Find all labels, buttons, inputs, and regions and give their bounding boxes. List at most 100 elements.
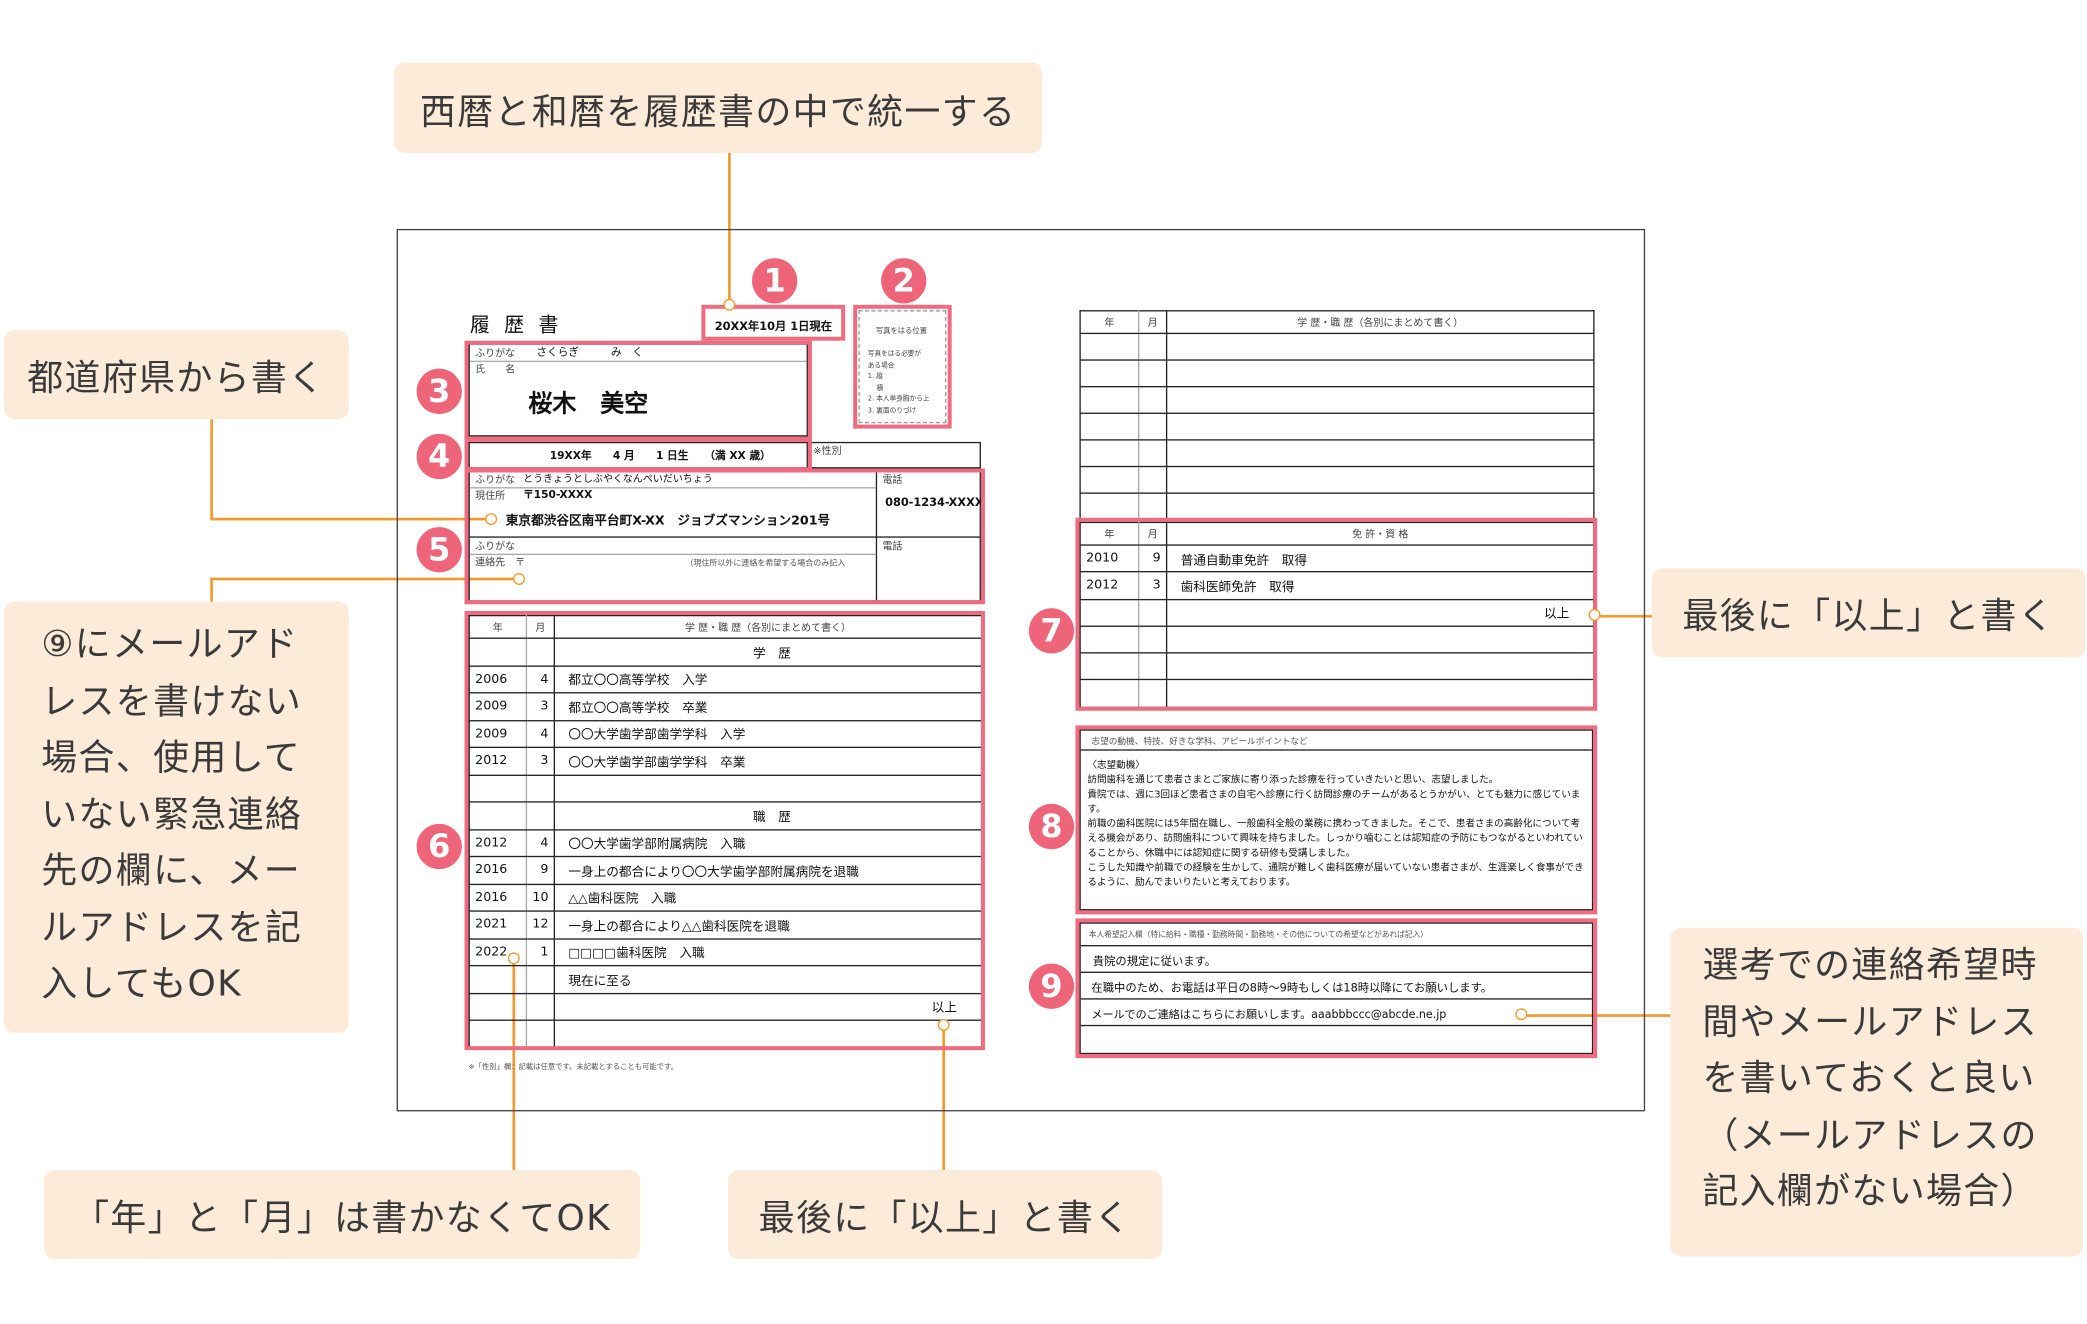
row-content bbox=[1165, 359, 1595, 388]
row-month bbox=[1138, 492, 1168, 521]
callout-email-alternative: ⑨にメールアド レスを書けない 場合、使用して いない緊急連絡 先の欄に、メー … bbox=[3, 601, 349, 1033]
table-row bbox=[468, 773, 983, 803]
highlight-photo bbox=[853, 304, 952, 429]
table-row bbox=[1079, 385, 1595, 414]
leader-endpoint bbox=[1515, 1008, 1528, 1021]
row-content: 〇〇大学歯学部歯学学科 卒業 bbox=[553, 746, 983, 776]
row-content: 以上 bbox=[553, 992, 983, 1021]
motivation-body: 〈志望動機〉 訪問歯科を通じて患者さまとご家族に寄り添った診療を行っていきたいと… bbox=[1087, 758, 1584, 888]
marker-6: 6 bbox=[416, 823, 462, 870]
divider bbox=[1080, 998, 1592, 1000]
contact-furigana-label: ふりがな bbox=[475, 540, 516, 553]
marker-2: 2 bbox=[881, 258, 927, 304]
row-year bbox=[1079, 332, 1140, 361]
row-month bbox=[1138, 332, 1168, 361]
highlight-history bbox=[464, 610, 985, 1051]
row-year bbox=[1079, 492, 1140, 521]
row-month: 9 bbox=[525, 855, 556, 885]
row-month bbox=[1138, 359, 1168, 388]
row-year bbox=[1079, 385, 1140, 414]
row-content: 〇〇大学歯学部歯学学科 入学 bbox=[553, 719, 983, 749]
photo-line: 2. 本人単身胸から上 bbox=[867, 395, 930, 404]
wishes-row: 貴院の規定に従います。 bbox=[1092, 955, 1217, 969]
section-heading: 学 歴 bbox=[553, 637, 983, 667]
leader-endpoint bbox=[513, 572, 526, 585]
row-content bbox=[1165, 385, 1595, 414]
callout-prefecture: 都道府県から書く bbox=[3, 330, 349, 420]
table-row: 現在に至る bbox=[468, 964, 983, 994]
leader-line bbox=[942, 1024, 945, 1170]
callout-contact-time: 選考での連絡希望時 間やメールアドレス を書いておくと良い （メールアドレスの … bbox=[1670, 927, 2084, 1257]
row-month bbox=[1138, 465, 1168, 494]
leader-endpoint bbox=[937, 1018, 950, 1031]
row-month bbox=[525, 773, 556, 803]
row-content bbox=[1165, 679, 1595, 708]
row-year: 2016 bbox=[468, 883, 528, 912]
highlight-licenses bbox=[1075, 517, 1598, 711]
name-label: 氏 名 bbox=[475, 363, 516, 376]
history-continued-table: 年月学 歴・職 歴（各別にまとめて書く） bbox=[1079, 310, 1595, 521]
marker-3: 3 bbox=[416, 368, 462, 414]
row-year bbox=[1079, 679, 1140, 708]
resume-date: 20XX年10月 1日現在 bbox=[714, 320, 833, 335]
row-content bbox=[1165, 625, 1595, 654]
table-header-row: 年月学 歴・職 歴（各別にまとめて書く） bbox=[1079, 310, 1595, 335]
wishes-header: 本人希望記入欄（特に給料・職種・勤務時間・勤務地・その他についての希望などがあれ… bbox=[1088, 931, 1429, 940]
row-content: 都立〇〇高等学校 入学 bbox=[553, 664, 983, 694]
marker-4: 4 bbox=[416, 433, 462, 480]
name-value: 桜木 美空 bbox=[528, 389, 649, 418]
callout-unify-era: 西暦と和暦を履歴書の中で統一する bbox=[393, 62, 1043, 154]
row-month bbox=[1138, 385, 1168, 414]
row-content: 〇〇大学歯学部附属病院 入職 bbox=[553, 828, 983, 858]
row-month bbox=[525, 637, 556, 667]
row-content bbox=[1165, 492, 1595, 521]
row-month: 3 bbox=[525, 746, 556, 776]
marker-7: 7 bbox=[1028, 608, 1075, 654]
row-year: 2012 bbox=[1079, 571, 1140, 600]
birth-value: 19XX年 4 月 1 日生 （満 XX 歳） bbox=[549, 449, 771, 462]
table-row bbox=[1079, 679, 1595, 708]
table-row bbox=[1079, 332, 1595, 361]
row-month bbox=[1138, 439, 1168, 468]
address-furigana: とうきょうとしぶやくなんぺいだいちょう bbox=[523, 472, 713, 485]
divider bbox=[469, 360, 807, 363]
row-year: 2009 bbox=[468, 719, 528, 749]
row-content: 一身上の都合により△△歯科医院を退職 bbox=[553, 910, 983, 940]
address-value: 東京都渋谷区南平台町X-XX ジョブズマンション201号 bbox=[505, 513, 831, 529]
highlight-wishes bbox=[1075, 918, 1598, 1059]
highlight-name bbox=[464, 340, 812, 441]
leader-line bbox=[512, 958, 515, 1170]
row-year bbox=[1079, 625, 1140, 654]
table-row bbox=[1079, 359, 1595, 388]
wishes-row: メールでのご連絡はこちらにお願いします。aaabbbccc@abcde.ne.j… bbox=[1091, 1007, 1447, 1021]
table-row bbox=[1079, 625, 1595, 654]
column-header-month: 月 bbox=[1138, 310, 1168, 335]
leader-endpoint bbox=[1588, 608, 1601, 621]
contact-note: （現住所以外に連絡を希望する場合のみ記入 bbox=[685, 559, 846, 569]
photo-title: 写真をはる位置 bbox=[875, 327, 928, 336]
divider bbox=[469, 553, 876, 556]
leader-line bbox=[210, 419, 213, 520]
table-row: 職 歴 bbox=[468, 801, 983, 830]
leader-line bbox=[210, 577, 213, 602]
contact-label: 連絡先 〒 bbox=[475, 556, 526, 569]
row-year: 2021 bbox=[468, 910, 528, 940]
divider bbox=[469, 487, 876, 489]
column-header-year: 年 bbox=[1079, 310, 1140, 335]
table-row bbox=[1079, 492, 1595, 521]
phone-value: 080-1234-XXXX bbox=[885, 496, 984, 510]
highlight-birth bbox=[464, 437, 812, 472]
photo-area: 写真をはる位置 写真をはる必要が ある場合 1. 縦 横 2. 本人単身胸から上… bbox=[858, 310, 947, 424]
row-content bbox=[1165, 412, 1595, 441]
row-content: 現在に至る bbox=[553, 964, 983, 994]
row-month: 4 bbox=[525, 719, 556, 749]
row-content: □□□□歯科医院 入職 bbox=[553, 937, 983, 967]
gender-footnote: ※「性別」欄：記載は任意です。未記載とすることも可能です。 bbox=[468, 1063, 678, 1072]
table-row bbox=[1079, 412, 1595, 441]
